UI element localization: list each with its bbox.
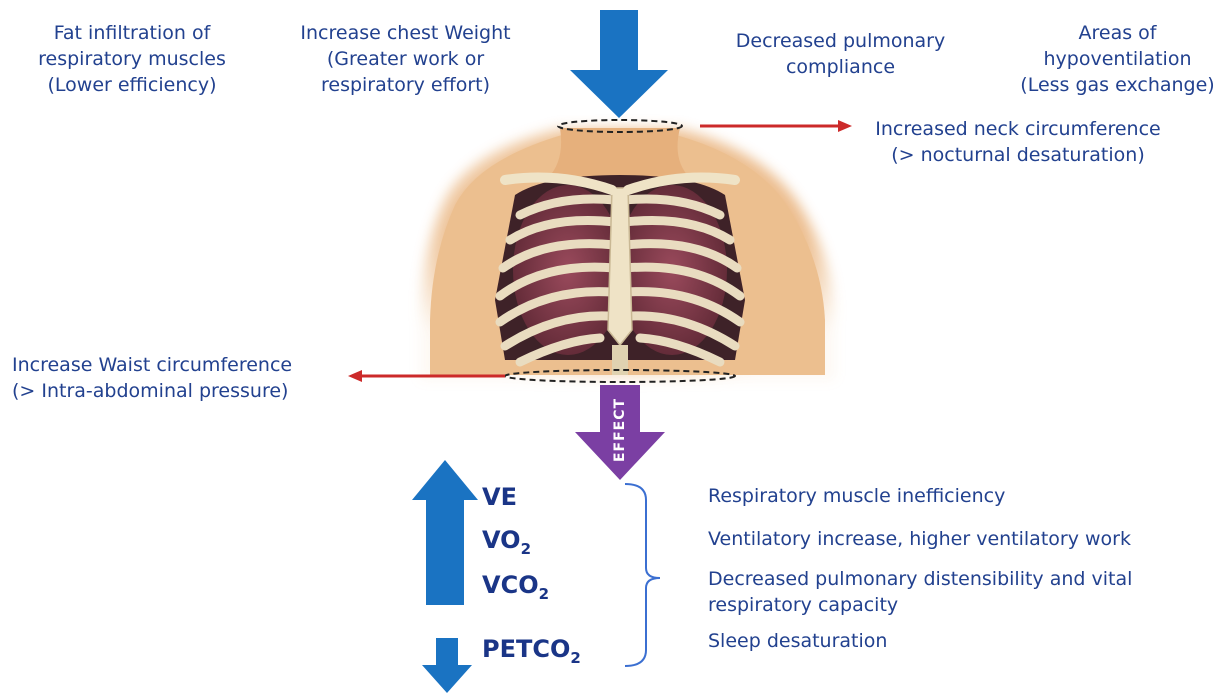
effect-item: Sleep desaturation xyxy=(708,628,887,654)
effect-item: Respiratory muscle inefficiency xyxy=(708,483,1005,509)
waist-circumference-label: Increase Waist circumference (> Intra-ab… xyxy=(12,352,292,404)
chest-weight-arrow xyxy=(570,10,668,118)
effect-item: Decreased pulmonary distensibility and v… xyxy=(708,566,1132,592)
decrease-arrow xyxy=(422,638,472,693)
increase-arrow xyxy=(412,460,478,605)
neck-arrow xyxy=(700,120,852,132)
effect-label: EFFECT xyxy=(612,398,628,462)
param-vo2: VO2 xyxy=(482,527,531,562)
param-petco2: PETCO2 xyxy=(482,636,581,671)
param-ve: VE xyxy=(482,484,517,519)
rib-cage-illustration xyxy=(495,175,745,375)
effect-item: Ventilatory increase, higher ventilatory… xyxy=(708,526,1131,552)
param-vco2: VCO2 xyxy=(482,572,549,607)
fat-infiltration-label: Fat infiltration of respiratory muscles … xyxy=(22,20,242,98)
effects-bracket xyxy=(625,484,660,666)
pulmonary-compliance-label: Decreased pulmonary compliance xyxy=(718,28,963,80)
hypoventilation-label: Areas of hypoventilation (Less gas excha… xyxy=(1010,20,1225,98)
effect-item: respiratory capacity xyxy=(708,592,898,618)
chest-weight-label: Increase chest Weight (Greater work or r… xyxy=(283,20,528,98)
neck-circumference-label: Increased neck circumference (> nocturna… xyxy=(858,116,1178,168)
